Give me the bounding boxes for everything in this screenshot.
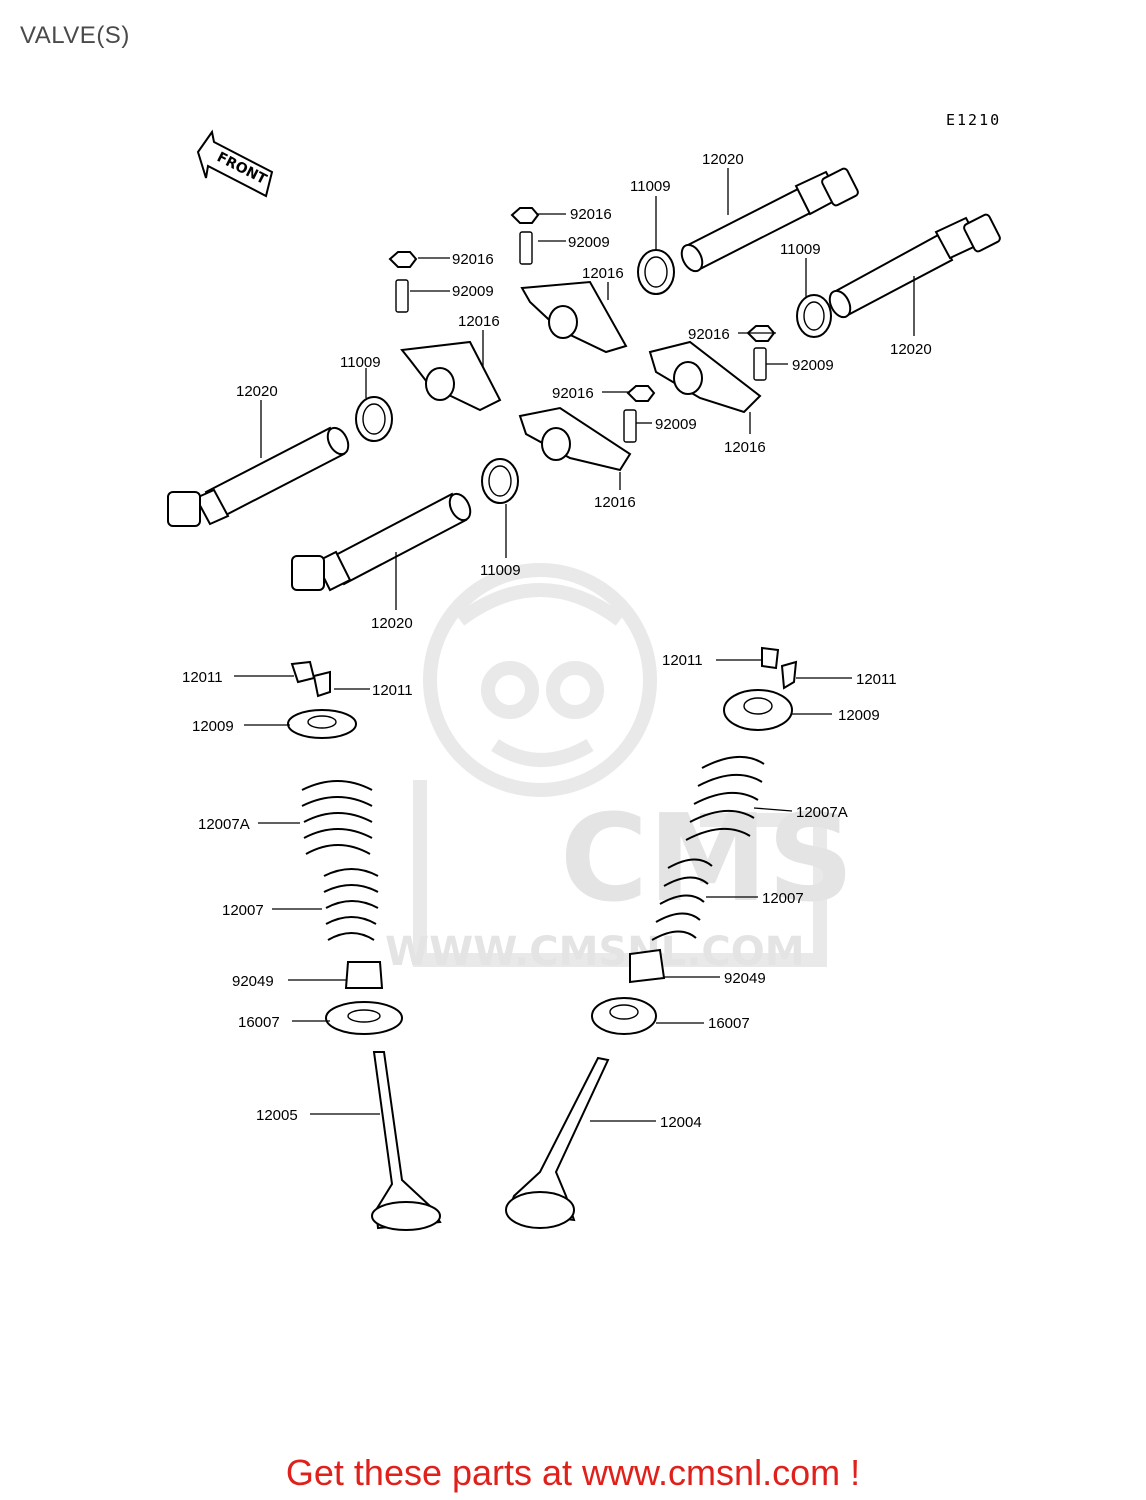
label-12011-r1: 12011: [662, 652, 703, 669]
watermark-url: WWW.CMSNL.COM: [385, 929, 805, 975]
label-12007-l: 12007: [222, 902, 264, 919]
rocker-arm-3: [648, 325, 776, 414]
label-12016-d: 12016: [594, 494, 636, 511]
watermark-brand: CMS: [560, 790, 854, 929]
label-12011-l1: 12011: [182, 669, 223, 686]
label-92009-b: 92009: [452, 283, 494, 300]
rocker-shaft-left-upper: [167, 426, 350, 527]
label-12007-r: 12007: [762, 890, 804, 907]
label-92009-a: 92009: [568, 234, 610, 251]
label-12005: 12005: [256, 1107, 298, 1124]
label-92016-c: 92016: [688, 326, 730, 343]
label-11009-d: 11009: [480, 562, 521, 579]
label-12016-a: 12016: [582, 265, 624, 282]
label-12011-l2: 12011: [372, 682, 413, 699]
watermark-logo: CMS WWW.CMSNL.COM: [385, 563, 854, 975]
label-12009-r: 12009: [838, 707, 880, 724]
footer-promo-link[interactable]: Get these parts at www.cmsnl.com !: [285, 1452, 861, 1493]
label-12020-b: 12020: [890, 341, 932, 358]
label-12011-r2: 12011: [856, 671, 897, 688]
label-16007-l: 16007: [238, 1014, 280, 1031]
label-16007-r: 16007: [708, 1015, 750, 1032]
label-12007a-l: 12007A: [198, 816, 250, 833]
label-12016-c: 12016: [724, 439, 766, 456]
rocker-shaft-top-right: [828, 213, 1001, 319]
rocker-arm-1: [388, 251, 502, 412]
page-title: VALVE(S): [20, 22, 130, 49]
part-labels: 12020 11009 92016 92009 12016 11009 1202…: [182, 151, 932, 1131]
left-valve-assembly: [287, 660, 442, 1231]
right-valve-assembly: [505, 646, 798, 1229]
label-12020-d: 12020: [371, 615, 413, 632]
label-11009-b: 11009: [780, 241, 821, 258]
rocker-arm-2: [510, 207, 628, 354]
label-92009-c: 92009: [792, 357, 834, 374]
front-arrow-icon: FRONT: [196, 129, 274, 198]
label-92016-d: 92016: [552, 385, 594, 402]
leader-lines: [234, 168, 915, 1122]
label-11009-a: 11009: [630, 178, 671, 195]
label-12020-a: 12020: [702, 151, 744, 168]
rocker-shaft-top-middle: [680, 167, 859, 273]
label-92016-a: 92016: [570, 206, 612, 223]
label-92016-b: 92016: [452, 251, 494, 268]
label-92049-l: 92049: [232, 973, 274, 990]
label-11009-c: 11009: [340, 354, 381, 371]
label-12007a-r: 12007A: [796, 804, 848, 821]
label-12009-l: 12009: [192, 718, 234, 735]
rocker-arm-4: [518, 385, 656, 472]
rocker-shaft-left-lower: [291, 492, 472, 592]
reference-code: E1210: [946, 111, 1001, 129]
label-92049-r: 92049: [724, 970, 766, 987]
label-12004: 12004: [660, 1114, 702, 1131]
label-12020-c: 12020: [236, 383, 278, 400]
label-92009-d: 92009: [655, 416, 697, 433]
label-12016-b: 12016: [458, 313, 500, 330]
